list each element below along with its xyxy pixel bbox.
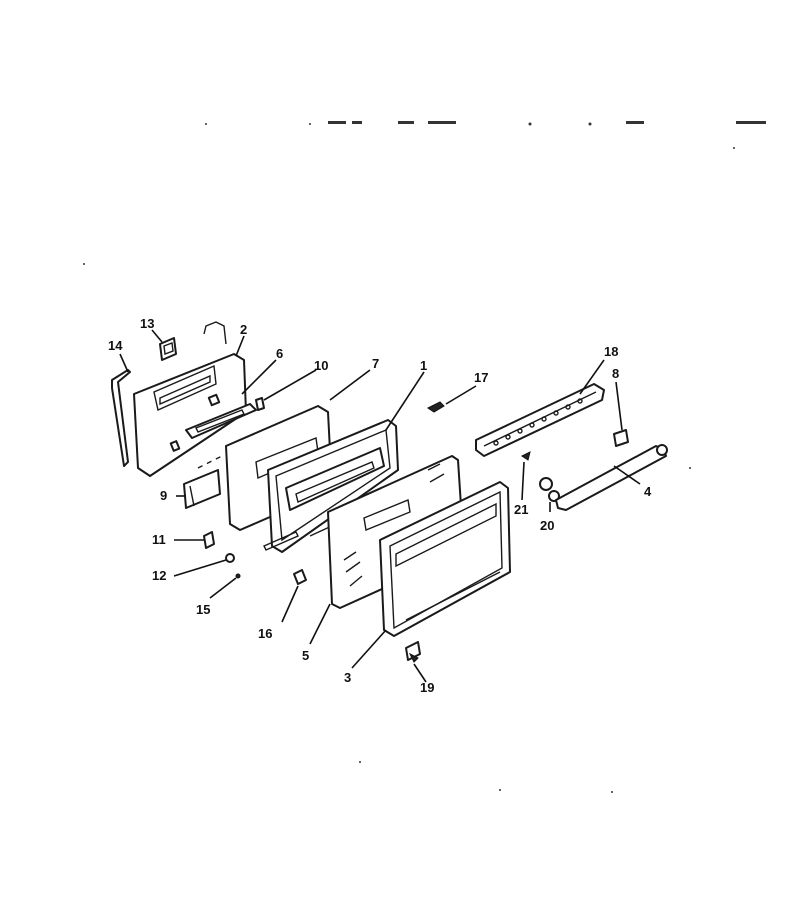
door-screw-part bbox=[427, 401, 445, 413]
end-cap-part bbox=[293, 569, 307, 585]
handle-rail-part bbox=[475, 383, 605, 457]
rail-screw-part bbox=[521, 451, 531, 461]
callout-19: 19 bbox=[420, 680, 434, 695]
callout-labels: 1 2 3 4 5 6 7 8 9 10 11 12 13 14 15 16 1… bbox=[108, 316, 652, 695]
handle-end-cap-part bbox=[613, 429, 629, 447]
callout-11: 11 bbox=[152, 532, 166, 547]
callout-16: 16 bbox=[258, 626, 272, 641]
spring-clip-part bbox=[255, 397, 265, 411]
callout-2: 2 bbox=[240, 322, 247, 337]
leader-lines bbox=[119, 329, 641, 683]
washer-part bbox=[225, 553, 235, 563]
handle-bracket-part bbox=[185, 403, 257, 439]
outer-door-frame-part bbox=[379, 481, 511, 637]
callout-3: 3 bbox=[344, 670, 351, 685]
callout-1: 1 bbox=[420, 358, 427, 373]
callout-4: 4 bbox=[644, 484, 652, 499]
callout-8: 8 bbox=[612, 366, 619, 381]
latch-clip-part bbox=[203, 531, 215, 549]
door-handle-tube-part bbox=[555, 444, 668, 511]
callout-15: 15 bbox=[196, 602, 210, 617]
hinge-guide-dashes bbox=[197, 455, 223, 469]
callout-20: 20 bbox=[540, 518, 554, 533]
hinge-plate-part bbox=[183, 469, 221, 509]
callout-17: 17 bbox=[474, 370, 488, 385]
rail-holes bbox=[493, 398, 583, 446]
scan-artifact-line bbox=[83, 121, 766, 793]
hinge-pin-part bbox=[405, 641, 421, 663]
door-gasket-part bbox=[111, 369, 131, 467]
door-liner-frame-part bbox=[263, 419, 399, 553]
callout-14: 14 bbox=[108, 338, 123, 353]
handle-spacer-part bbox=[539, 477, 560, 502]
trim-clip-part bbox=[159, 337, 177, 361]
callout-21: 21 bbox=[514, 502, 528, 517]
callout-5: 5 bbox=[302, 648, 309, 663]
callout-13: 13 bbox=[140, 316, 154, 331]
callout-6: 6 bbox=[276, 346, 283, 361]
screw-part bbox=[235, 573, 241, 579]
callout-18: 18 bbox=[604, 344, 618, 359]
callout-7: 7 bbox=[372, 356, 379, 371]
hook-bracket-part bbox=[203, 321, 227, 345]
callout-10: 10 bbox=[314, 358, 328, 373]
callout-12: 12 bbox=[152, 568, 166, 583]
callout-9: 9 bbox=[160, 488, 167, 503]
